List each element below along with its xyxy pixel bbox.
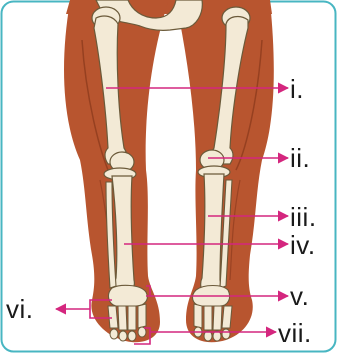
label-fibula: iii. <box>290 202 317 232</box>
label-tibia: iv. <box>290 230 316 260</box>
right-metatarsal-1 <box>194 304 202 328</box>
right-metatarsal-4 <box>222 306 232 328</box>
label-patella: ii. <box>290 143 310 173</box>
label-tarsals: v. <box>290 281 309 311</box>
left-toe-2 <box>119 331 127 341</box>
right-metatarsal-2 <box>204 306 212 330</box>
label-metatarsals: vi. <box>6 294 34 324</box>
left-toe-3 <box>128 331 136 341</box>
right-toe-4 <box>222 329 230 339</box>
left-metatarsal-2 <box>118 306 127 330</box>
right-metatarsal-3 <box>213 306 222 330</box>
label-phalanges: vii. <box>278 318 312 348</box>
left-metatarsal-3 <box>128 306 136 330</box>
left-metatarsal-4 <box>138 304 146 328</box>
left-toe-1 <box>110 329 118 339</box>
left-metatarsal-1 <box>108 306 118 328</box>
label-femur: i. <box>290 74 304 104</box>
left-tarsals <box>109 285 148 306</box>
